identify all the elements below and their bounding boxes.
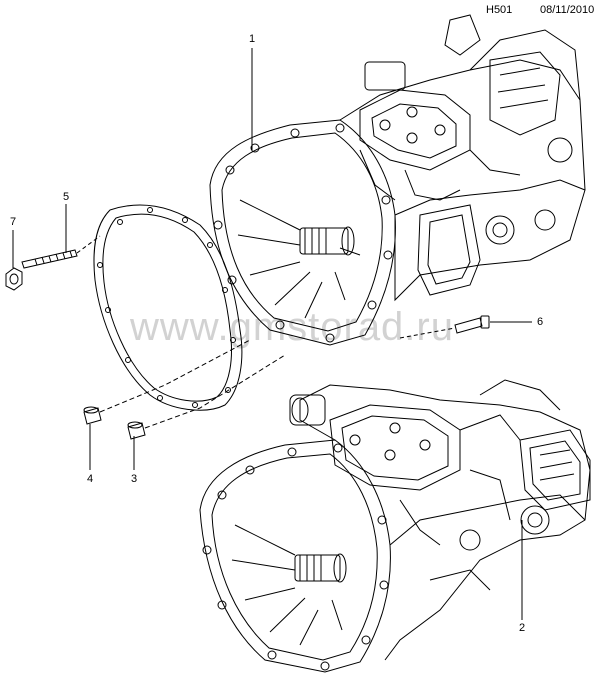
- callout-4: 4: [87, 473, 94, 485]
- alignment-line-pin-4: [99, 339, 251, 413]
- bolt-6: [399, 315, 490, 339]
- callout-2: 2: [519, 622, 526, 634]
- transmission-lower: [199, 379, 591, 673]
- callout-5: 5: [63, 191, 70, 203]
- watermark: www.gmstorad.ru: [130, 305, 454, 349]
- dowel-pin-4: [83, 406, 102, 425]
- dowel-pin-3: [127, 421, 146, 440]
- diagram-date: 08/11/2010: [540, 4, 595, 16]
- alignment-line-pin-3: [144, 354, 286, 429]
- callout-6: 6: [537, 316, 544, 328]
- callout-1: 1: [249, 33, 256, 45]
- diagram-code: H501: [486, 4, 513, 16]
- nut-7: [5, 267, 23, 291]
- bolt-5: [21, 235, 101, 269]
- callout-7: 7: [10, 216, 17, 228]
- gasket: [93, 204, 243, 411]
- callout-3: 3: [131, 473, 138, 485]
- transmission-upper: [209, 14, 586, 346]
